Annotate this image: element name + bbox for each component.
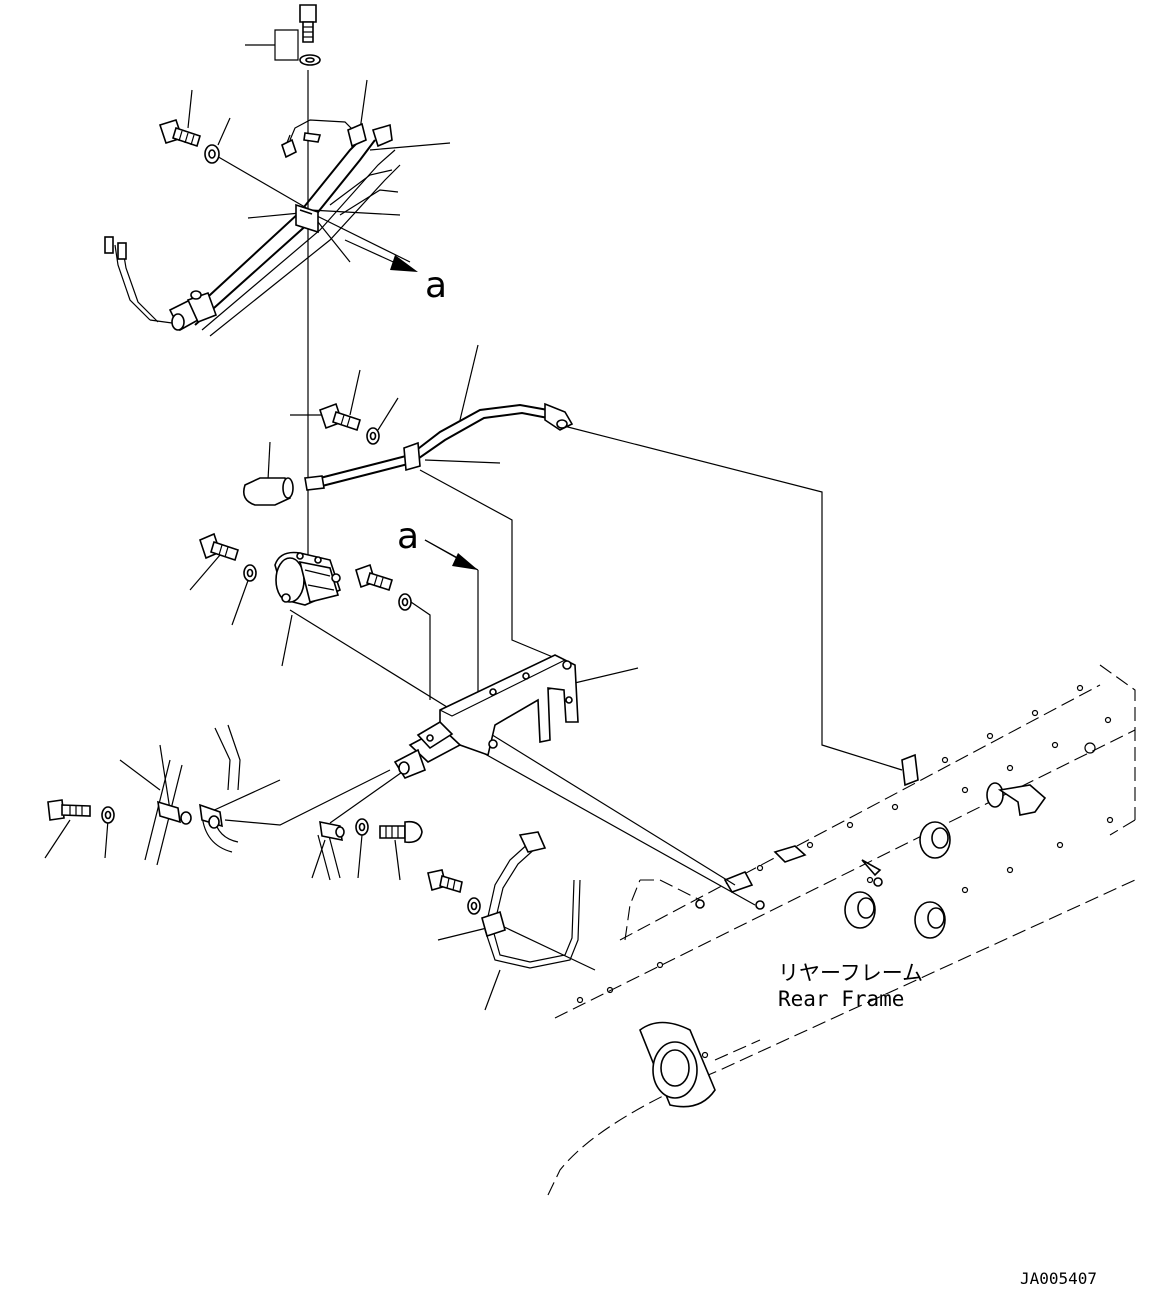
bolt-relay-left [199,532,257,582]
hose-clamps-left [144,724,241,866]
bolt-top-left [158,119,220,164]
view-label-a-middle: a [397,516,419,557]
bolt-lower-left [47,799,115,824]
drawing-number: JA005407 [1020,1269,1097,1288]
view-arrow-a-top: a [344,239,447,306]
rear-frame-label-jp: リヤーフレーム [778,961,923,985]
leader-lines [44,29,903,1011]
view-label-a-top: a [425,265,447,306]
mounting-bracket [393,654,579,779]
battery-cable-middle [304,402,574,491]
cable-harness-top [104,119,401,337]
rear-frame-label-en: Rear Frame [778,987,904,1011]
view-arrow-a-middle: a [397,516,478,570]
battery-relay [274,551,341,606]
bolt-relay-right [355,563,412,611]
terminal-cap [242,477,294,506]
ground-cable-lower [427,831,581,969]
clamp-bolt-center [317,818,423,881]
bolt-middle [318,402,380,445]
rear-frame [547,664,1136,1196]
top-bolt [299,4,321,66]
